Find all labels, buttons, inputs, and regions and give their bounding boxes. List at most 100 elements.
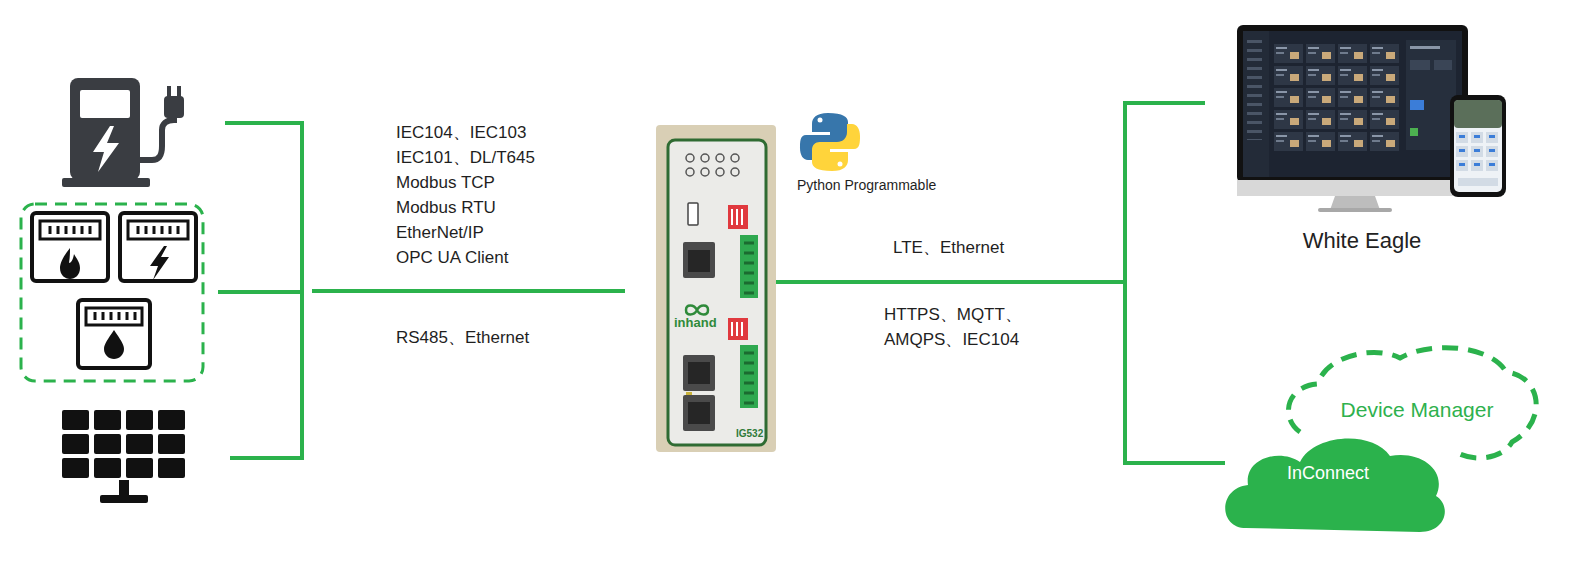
cloud-name: InConnect xyxy=(1287,464,1369,484)
gateway-illustration-part xyxy=(740,345,758,408)
gateway-illustration-part xyxy=(688,250,710,272)
gateway-illustration-part xyxy=(686,306,708,315)
gateway-illustration-part xyxy=(728,205,748,229)
python-logo-part xyxy=(838,162,843,167)
field-bus-bracket-part xyxy=(218,290,302,294)
python-logo-part xyxy=(812,124,860,171)
charging-station-icon-part xyxy=(177,86,181,97)
gateway-illustration-part xyxy=(688,402,710,424)
electric-meter-icon-part xyxy=(120,213,196,281)
phone-illustration-part xyxy=(1456,132,1500,174)
gateway-illustration-part xyxy=(744,243,754,293)
solar-panel-icon-part xyxy=(126,458,153,478)
gateway-illustration-part xyxy=(732,209,742,225)
device-manager-cloud-part xyxy=(1288,348,1536,458)
solar-panel-icon-part xyxy=(158,458,185,478)
meter-group-outline xyxy=(21,204,203,381)
cloud-platform: InConnect xyxy=(1225,440,1440,530)
charging-station-icon-part xyxy=(70,78,140,180)
solar-panel-icon-part xyxy=(62,434,89,454)
electric-meter-icon-part xyxy=(138,226,178,234)
protocol-name: Modbus RTU xyxy=(396,199,496,218)
phone-illustration-part xyxy=(1450,95,1506,197)
monitor-illustration-part xyxy=(1434,60,1452,70)
gateway-illustration-part xyxy=(731,154,739,162)
solar-panel-icon-part xyxy=(94,410,121,430)
protocol-name: HTTPS、MQTT、 xyxy=(884,306,1022,325)
gateway-illustration-part xyxy=(668,140,766,445)
electric-meter-icon xyxy=(120,213,196,281)
gateway-illustration-part xyxy=(701,154,709,162)
charging-station-icon-part xyxy=(164,96,184,118)
gateway-illustration-part xyxy=(731,168,739,176)
charging-station-icon-part xyxy=(93,126,119,172)
interface-name: RS485、Ethernet xyxy=(396,329,529,348)
protocol-name: AMQPS、IEC104 xyxy=(884,331,1019,350)
network-link xyxy=(776,282,1225,463)
gateway-illustration xyxy=(656,125,776,452)
monitor-illustration-part xyxy=(1330,196,1380,210)
gateway-illustration-part xyxy=(688,203,698,225)
gateway-illustration-part xyxy=(686,392,692,395)
field-bus-bracket xyxy=(218,123,625,458)
gateway-illustration-part xyxy=(683,395,715,431)
solar-panel-icon xyxy=(62,410,185,503)
charging-station-icon-part xyxy=(62,178,150,187)
monitor-illustration-part xyxy=(1237,180,1468,196)
gateway-illustration-part xyxy=(686,154,694,162)
protocol-name: OPC UA Client xyxy=(396,249,508,268)
phone-illustration xyxy=(1450,95,1506,197)
monitor-illustration-part xyxy=(1406,40,1456,150)
protocol-name: IEC104、IEC103 xyxy=(396,124,526,143)
inconnect-cloud xyxy=(1225,439,1445,532)
gateway-illustration-part xyxy=(728,318,748,340)
protocol-name: IEC101、DL/T645 xyxy=(396,149,535,168)
gateway-illustration-part xyxy=(716,168,724,176)
solar-panel-icon-part xyxy=(62,458,89,478)
brand-logo: inhand xyxy=(674,316,717,330)
monitor-illustration-part xyxy=(1247,40,1263,140)
water-meter-icon-part xyxy=(95,312,135,320)
solar-panel-icon-part xyxy=(126,434,153,454)
monitor-illustration-part xyxy=(1410,46,1440,49)
phone-illustration-part xyxy=(1454,100,1502,192)
gateway-illustration-part xyxy=(701,168,709,176)
solar-panel-icon-part xyxy=(158,434,185,454)
gas-meter-icon-part xyxy=(40,221,100,239)
charging-station-icon-part xyxy=(140,116,174,160)
interface-name: LTE、Ethernet xyxy=(893,239,1004,258)
phone-illustration-part xyxy=(1458,178,1498,186)
gas-meter-icon xyxy=(32,213,108,281)
water-meter-icon-part xyxy=(86,308,142,325)
gateway-illustration-part xyxy=(683,242,715,278)
monitor-illustration xyxy=(1237,25,1468,212)
monitor-illustration-part xyxy=(1318,208,1392,212)
water-meter-icon-part xyxy=(104,330,124,359)
protocol-name: EtherNet/IP xyxy=(396,224,484,243)
charging-station-icon xyxy=(62,78,184,187)
gateway-illustration-part xyxy=(740,235,758,298)
gateway-illustration-part xyxy=(686,168,694,176)
water-meter-icon xyxy=(78,300,150,368)
monitor-illustration-part xyxy=(1410,128,1418,136)
solar-panel-icon-part xyxy=(94,434,121,454)
gas-meter-icon-part xyxy=(60,248,80,279)
network-link xyxy=(776,103,1205,282)
phone-illustration-part xyxy=(1454,100,1502,128)
charging-station-icon-part xyxy=(80,90,130,118)
device-manager-cloud xyxy=(1288,348,1536,458)
cloud-service: Device Manager xyxy=(1300,390,1534,430)
python-logo-part xyxy=(818,118,823,123)
monitor-illustration-part xyxy=(1410,100,1424,110)
solar-panel-icon-part xyxy=(126,410,153,430)
inconnect-cloud-part xyxy=(1225,439,1445,532)
gateway-illustration-part xyxy=(744,353,754,403)
feature-note: Python Programmable xyxy=(797,178,936,193)
gateway-illustration-part xyxy=(683,355,715,391)
solar-panel-icon-part xyxy=(94,458,121,478)
gas-meter-icon-part xyxy=(50,226,90,234)
charging-station-icon-part xyxy=(167,86,171,97)
